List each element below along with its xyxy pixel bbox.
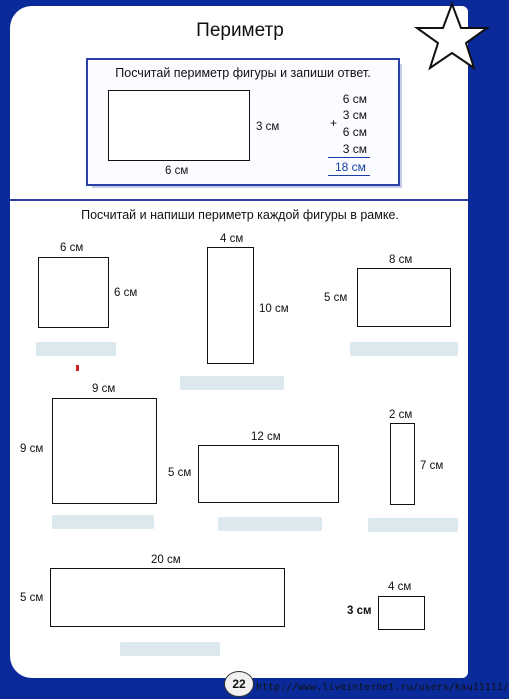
shape-3-side-label: 5 см [324,292,348,304]
page-number: 22 [224,671,254,697]
red-mark [76,365,79,371]
shape-6-side-label: 7 см [420,460,444,472]
shape-2-rectangle [207,247,254,364]
shape-3-rectangle [357,268,451,327]
task-instruction: Посчитай и напиши периметр каждой фигуры… [81,208,399,222]
sum-total-underline [328,175,370,176]
shape-4-top-label: 9 см [92,383,116,395]
shape-2-top-label: 4 см [220,233,244,245]
shape-8-rectangle [378,596,425,630]
shape-7-answer-box[interactable] [120,642,220,656]
example-height-label: 3 см [256,121,280,133]
shape-8-top-label: 4 см [388,581,412,593]
sum-total: 18 см [335,160,366,174]
plus-sign: + [330,116,338,130]
shape-2-answer-box[interactable] [180,376,284,390]
shape-1-side-label: 6 см [114,287,138,299]
watermark-url: http://www.liveinternet.ru/users/ksu1111… [256,682,509,693]
shape-6-top-label: 2 см [389,409,413,421]
shape-7-side-label: 5 см [20,592,44,604]
shape-1-answer-box[interactable] [36,342,116,356]
page-title: Периметр [196,20,284,41]
shape-5-answer-box[interactable] [218,517,322,531]
shape-6-answer-box[interactable] [368,518,458,532]
shape-4-answer-box[interactable] [52,515,154,529]
shape-8-side-label: 3 см [347,605,372,617]
shape-3-top-label: 8 см [389,254,413,266]
shape-5-rectangle [198,445,339,503]
shape-1-square [38,257,109,328]
shape-5-top-label: 12 см [251,431,281,443]
shape-5-side-label: 5 см [168,467,192,479]
sum-term: 3 см [342,142,367,156]
section-divider [10,199,468,201]
shape-4-side-label: 9 см [20,443,44,455]
shape-6-rectangle [390,423,415,505]
sum-term: 3 см [342,108,367,122]
shape-2-side-label: 10 см [259,303,289,315]
shape-3-answer-box[interactable] [350,342,458,356]
example-width-label: 6 см [165,165,189,177]
sum-term: 6 см [342,92,367,106]
shape-4-square [52,398,157,504]
shape-1-top-label: 6 см [60,242,84,254]
sum-rule [328,157,370,158]
example-rectangle [108,90,250,161]
shape-7-rectangle [50,568,285,627]
star-icon [413,1,491,71]
sum-term: 6 см [342,125,367,139]
example-instruction: Посчитай периметр фигуры и запиши ответ. [115,66,371,80]
shape-7-top-label: 20 см [151,554,181,566]
